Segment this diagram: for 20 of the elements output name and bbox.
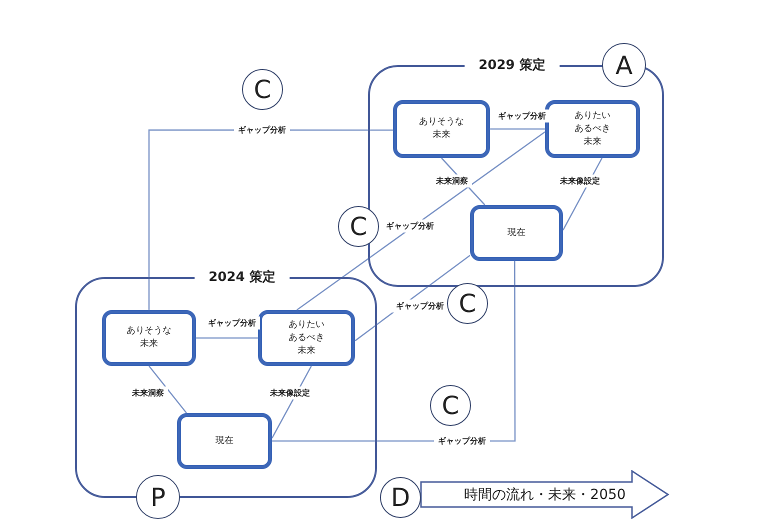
connector-line [196, 337, 258, 339]
connector-line [296, 131, 546, 311]
edge-label: ギャップ分析 [434, 434, 490, 448]
concept-box: ありそうな未来 [102, 310, 196, 366]
letter-circle: C [447, 283, 488, 324]
concept-box: 現在 [470, 205, 563, 261]
letter-circle: C [338, 206, 379, 247]
connector-line [490, 128, 545, 130]
connector-line [148, 366, 187, 414]
concept-box: 現在 [177, 413, 272, 469]
letter-circle: D [380, 477, 421, 518]
letter-circle: C [242, 69, 283, 110]
edge-label: ギャップ分析 [234, 124, 290, 136]
letter-circle: C [430, 385, 471, 426]
concept-box: ありたいあるべき未来 [258, 310, 355, 366]
concept-box: ありそうな未来 [393, 100, 490, 158]
letter-circle: P [136, 475, 180, 519]
timeline-arrow: 時間の流れ・未来・2050 [420, 470, 670, 519]
letter-circle: A [602, 43, 646, 87]
concept-box: ありたいあるべき未来 [545, 100, 640, 158]
